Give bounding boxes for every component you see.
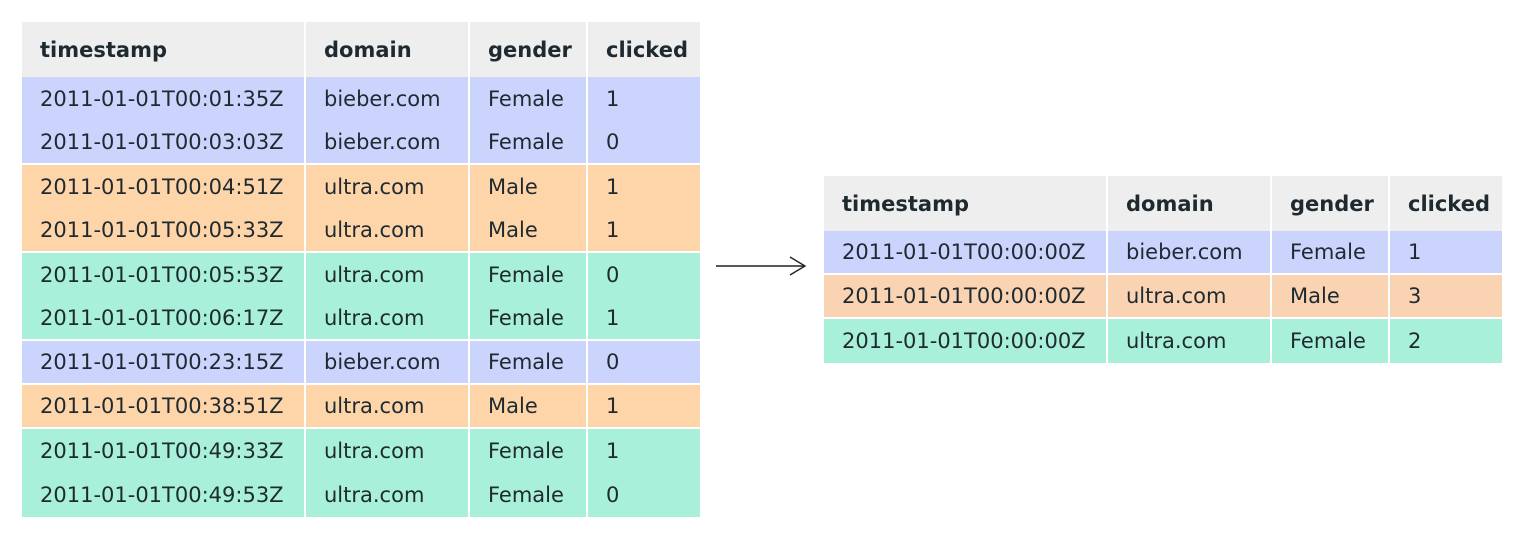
cell-domain: ultra.com bbox=[306, 429, 468, 473]
table-header-row: timestamp domain gender clicked bbox=[824, 176, 1502, 231]
cell-timestamp: 2011-01-01T00:00:00Z bbox=[824, 275, 1106, 319]
cell-domain: ultra.com bbox=[306, 473, 468, 517]
cell-clicked: 1 bbox=[588, 77, 700, 121]
cell-timestamp: 2011-01-01T00:05:53Z bbox=[22, 253, 304, 297]
rollup-table: timestamp domain gender clicked 2011-01-… bbox=[822, 176, 1504, 363]
cell-timestamp: 2011-01-01T00:06:17Z bbox=[22, 297, 304, 341]
cell-domain: ultra.com bbox=[1108, 275, 1270, 319]
column-header-clicked: clicked bbox=[588, 22, 700, 77]
cell-timestamp: 2011-01-01T00:38:51Z bbox=[22, 385, 304, 429]
cell-gender: Female bbox=[470, 473, 586, 517]
cell-domain: ultra.com bbox=[306, 297, 468, 341]
column-header-domain: domain bbox=[1108, 176, 1270, 231]
cell-clicked: 0 bbox=[588, 341, 700, 385]
raw-events-table: timestamp domain gender clicked 2011-01-… bbox=[20, 22, 702, 517]
cell-clicked: 1 bbox=[588, 165, 700, 209]
cell-timestamp: 2011-01-01T00:01:35Z bbox=[22, 77, 304, 121]
table-header-row: timestamp domain gender clicked bbox=[22, 22, 700, 77]
cell-timestamp: 2011-01-01T00:23:15Z bbox=[22, 341, 304, 385]
cell-clicked: 0 bbox=[588, 121, 700, 165]
cell-timestamp: 2011-01-01T00:00:00Z bbox=[824, 319, 1106, 363]
cell-timestamp: 2011-01-01T00:49:33Z bbox=[22, 429, 304, 473]
cell-clicked: 0 bbox=[588, 253, 700, 297]
cell-domain: ultra.com bbox=[306, 253, 468, 297]
cell-domain: bieber.com bbox=[306, 77, 468, 121]
cell-gender: Female bbox=[1272, 231, 1388, 275]
column-header-gender: gender bbox=[1272, 176, 1388, 231]
cell-domain: ultra.com bbox=[306, 385, 468, 429]
right-arrow-icon bbox=[716, 256, 807, 276]
cell-clicked: 3 bbox=[1390, 275, 1502, 319]
cell-gender: Female bbox=[470, 341, 586, 385]
cell-domain: ultra.com bbox=[1108, 319, 1270, 363]
cell-gender: Female bbox=[1272, 319, 1388, 363]
cell-domain: bieber.com bbox=[306, 121, 468, 165]
cell-clicked: 1 bbox=[588, 297, 700, 341]
cell-domain: bieber.com bbox=[306, 341, 468, 385]
cell-clicked: 1 bbox=[588, 429, 700, 473]
cell-domain: bieber.com bbox=[1108, 231, 1270, 275]
cell-gender: Male bbox=[470, 165, 586, 209]
cell-timestamp: 2011-01-01T00:04:51Z bbox=[22, 165, 304, 209]
cell-clicked: 2 bbox=[1390, 319, 1502, 363]
cell-clicked: 0 bbox=[588, 473, 700, 517]
cell-gender: Male bbox=[470, 209, 586, 253]
cell-clicked: 1 bbox=[1390, 231, 1502, 275]
cell-domain: ultra.com bbox=[306, 209, 468, 253]
cell-timestamp: 2011-01-01T00:05:33Z bbox=[22, 209, 304, 253]
cell-timestamp: 2011-01-01T00:00:00Z bbox=[824, 231, 1106, 275]
column-header-clicked: clicked bbox=[1390, 176, 1502, 231]
column-header-timestamp: timestamp bbox=[22, 22, 304, 77]
cell-domain: ultra.com bbox=[306, 165, 468, 209]
column-header-domain: domain bbox=[306, 22, 468, 77]
cell-clicked: 1 bbox=[588, 385, 700, 429]
cell-clicked: 1 bbox=[588, 209, 700, 253]
cell-timestamp: 2011-01-01T00:49:53Z bbox=[22, 473, 304, 517]
cell-gender: Female bbox=[470, 253, 586, 297]
cell-timestamp: 2011-01-01T00:03:03Z bbox=[22, 121, 304, 165]
cell-gender: Male bbox=[470, 385, 586, 429]
cell-gender: Female bbox=[470, 77, 586, 121]
cell-gender: Female bbox=[470, 297, 586, 341]
cell-gender: Female bbox=[470, 121, 586, 165]
column-header-gender: gender bbox=[470, 22, 586, 77]
cell-gender: Male bbox=[1272, 275, 1388, 319]
cell-gender: Female bbox=[470, 429, 586, 473]
column-header-timestamp: timestamp bbox=[824, 176, 1106, 231]
